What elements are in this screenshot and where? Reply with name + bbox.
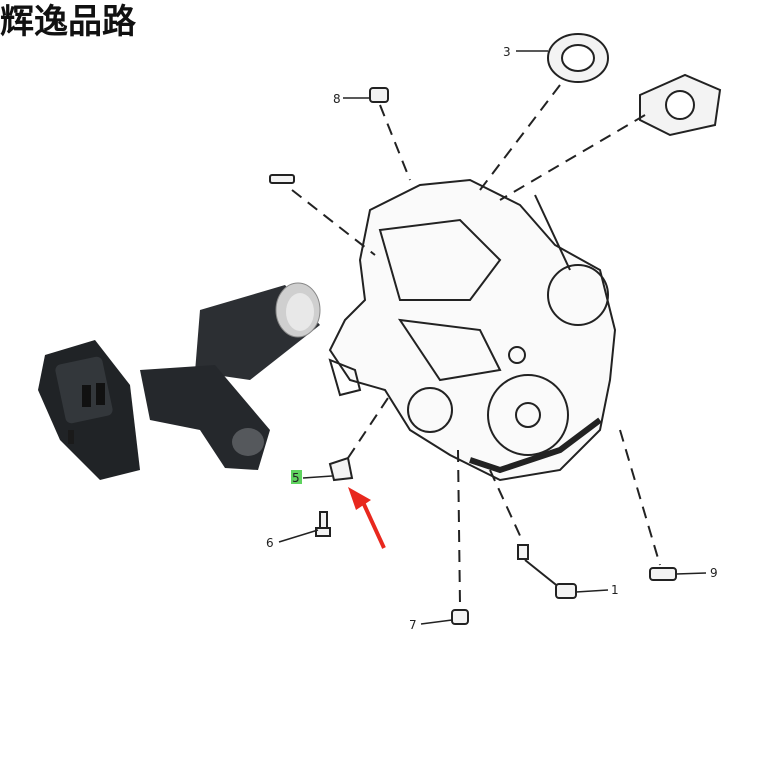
part-sensor-top-left — [269, 174, 295, 184]
callout-6: 6 — [266, 536, 274, 550]
callout-8: 8 — [333, 92, 341, 106]
part-throttle-body — [639, 73, 722, 137]
part-1-sensor — [517, 544, 577, 599]
engine-drawing — [328, 178, 617, 482]
part-6-bolt — [315, 511, 331, 537]
part-8-sensor — [369, 87, 389, 103]
callout-5: 5 — [292, 471, 300, 485]
part-7-sensor — [451, 609, 469, 625]
part-3-throttle-ring — [547, 33, 609, 83]
part-5-sensor — [328, 456, 354, 482]
callout-1: 1 — [611, 583, 619, 597]
callout-5-highlight — [291, 470, 302, 484]
leader-lines — [291, 84, 661, 606]
brand-watermark: 辉逸品路 — [0, 2, 136, 42]
callout-7: 7 — [409, 618, 417, 632]
callout-3: 3 — [503, 45, 511, 59]
red-arrow-icon — [348, 487, 386, 549]
callout-9: 9 — [710, 566, 718, 580]
part-9-sensor — [649, 567, 677, 581]
crankshaft-sensor-photo — [38, 282, 321, 480]
